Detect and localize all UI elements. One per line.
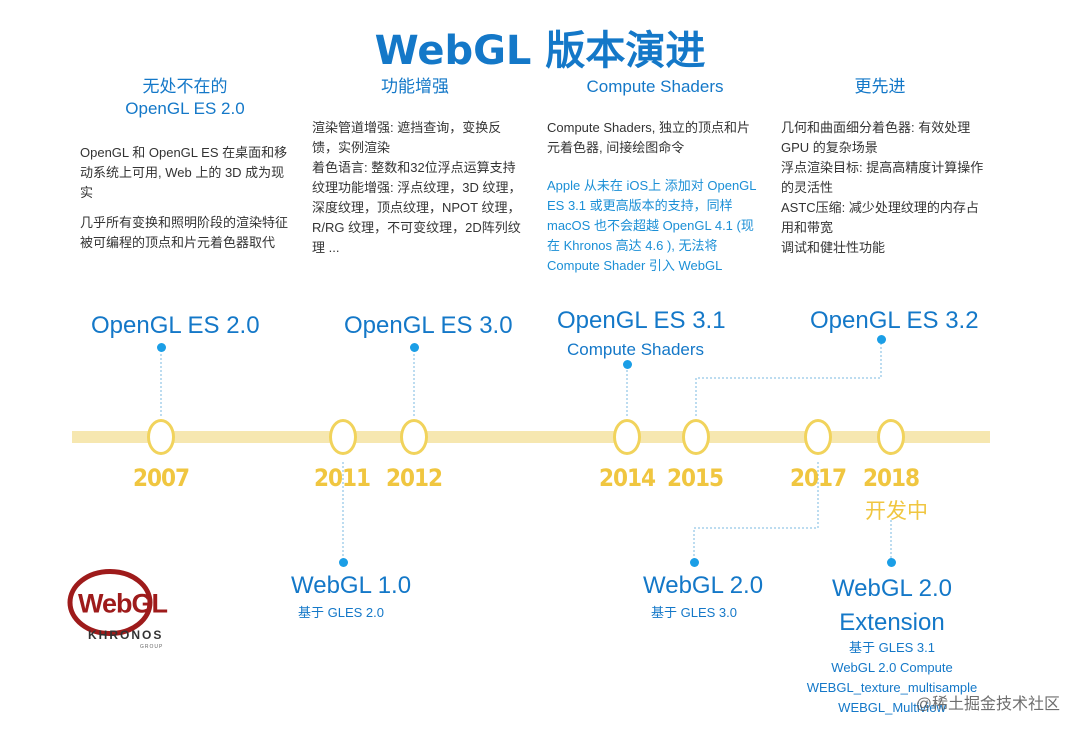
description-paragraph: 几乎所有变换和照明阶段的渲染特征被可编程的顶点和片元着色器取代 [80, 215, 289, 250]
page-title: WebGL 版本演进 [374, 28, 706, 74]
column-heading-2: 功能增强 [345, 76, 485, 98]
description-paragraph: 渲染管道增强: 遮挡查询，变换反馈，实例渲染 [312, 120, 502, 155]
description-paragraph: ASTC压缩: 减少处理纹理的内存占用和带宽 [781, 200, 979, 235]
opengl-es-2-0: OpenGL ES 2.0 [91, 312, 260, 339]
timeline-node-2015 [682, 419, 710, 455]
extension-detail: WEBGL_Multiview [838, 700, 946, 715]
timeline-node-2007 [147, 419, 175, 455]
column-heading-1: 无处不在的 OpenGL ES 2.0 [110, 76, 260, 120]
webgl-2-0-dot [690, 558, 699, 567]
webgl-1-0-detail: 基于 GLES 2.0 [298, 605, 384, 620]
opengl-es-2-0-dot [157, 343, 166, 352]
watermark: @稀土掘金技术社区 [915, 696, 1060, 713]
year-label: 2014 [598, 464, 656, 492]
opengl-es-3-0-dot [410, 343, 419, 352]
column-description-3: Compute Shaders, 独立的顶点和片元着色器, 间接绘图命令 [547, 118, 757, 168]
in-development-label: 开发中 [865, 500, 928, 523]
heading-line: Compute Shaders [586, 77, 724, 96]
webgl-2-0-extension-dot [887, 558, 896, 567]
description-paragraph: 调试和健壮性功能 [781, 240, 886, 255]
webgl-ext-name-line: Extension [839, 609, 945, 636]
year-label: 2017 [789, 464, 847, 492]
year-label: 2018 [862, 464, 920, 492]
column-heading-3: Compute Shaders [570, 76, 740, 98]
description-paragraph: 纹理功能增强: 浮点纹理，3D 纹理，深度纹理，顶点纹理，NPOT 纹理，R/R… [312, 180, 522, 255]
extension-detail: WebGL 2.0 Compute [831, 660, 953, 675]
webgl-ext-name-line: WebGL 2.0 [831, 575, 953, 602]
column-description-1: OpenGL 和 OpenGL ES 在桌面和移动系统上可用, Web 上的 3… [80, 143, 290, 263]
timeline-bar [72, 431, 990, 443]
opengl-es-3-1: OpenGL ES 3.1 [557, 307, 726, 334]
description-paragraph: 着色语言: 整数和32位浮点运算支持 [312, 160, 516, 175]
apple-note: Apple 从未在 iOS上 添加对 OpenGL ES 3.1 或更高版本的支… [547, 178, 757, 273]
heading-line: OpenGL ES 2.0 [125, 99, 245, 118]
timeline-node-2011 [329, 419, 357, 455]
khronos-wordmark: KHRONOS [88, 628, 164, 642]
timeline-node-2012 [400, 419, 428, 455]
year-label: 2012 [385, 464, 443, 492]
year-label: 2007 [132, 464, 190, 492]
opengl-es-3-2-dot [877, 335, 886, 344]
webgl-logo: WebGL [67, 569, 169, 636]
khronos-group: GROUP [140, 644, 164, 650]
opengl-es-3-1-dot [623, 360, 632, 369]
timeline-node-2018 [877, 419, 905, 455]
timeline-node-2014 [613, 419, 641, 455]
heading-line: 无处不在的 [142, 77, 228, 96]
description-paragraph: 浮点渲染目标: 提高高精度计算操作的灵活性 [781, 160, 984, 195]
description-paragraph: Compute Shaders, 独立的顶点和片元着色器, 间接绘图命令 [547, 120, 751, 155]
year-label: 2015 [666, 464, 724, 492]
webgl-1-0-dot [339, 558, 348, 567]
webgl-1-0: WebGL 1.0 [291, 572, 412, 599]
column-description-2: 渲染管道增强: 遮挡查询，变换反馈，实例渲染 着色语言: 整数和32位浮点运算支… [312, 118, 522, 258]
webgl-2-0-extension-details: 基于 GLES 3.1 WebGL 2.0 Compute WEBGL_text… [797, 638, 987, 718]
heading-line: 更先进 [854, 77, 906, 96]
logo-text: WebGL [78, 589, 168, 619]
year-label: 2011 [313, 464, 371, 492]
description-paragraph: OpenGL 和 OpenGL ES 在桌面和移动系统上可用, Web 上的 3… [80, 145, 288, 200]
webgl-2-0-detail: 基于 GLES 3.0 [651, 605, 737, 620]
column-description-4: 几何和曲面细分着色器: 有效处理 GPU 的复杂场景 浮点渲染目标: 提高高精度… [781, 118, 991, 258]
extension-detail: WEBGL_texture_multisample [806, 680, 978, 695]
opengl-es-3-1-subtitle: Compute Shaders [567, 340, 705, 359]
column-heading-4: 更先进 [820, 76, 940, 98]
heading-line: 功能增强 [381, 77, 449, 96]
extension-detail: 基于 GLES 3.1 [849, 640, 935, 655]
timeline-node-2017 [804, 419, 832, 455]
webgl-2-0-extension: WebGL 2.0 Extension [817, 572, 967, 640]
opengl-es-3-0: OpenGL ES 3.0 [344, 312, 513, 339]
opengl-es-3-2: OpenGL ES 3.2 [810, 307, 979, 334]
webgl-2-0: WebGL 2.0 [643, 572, 764, 599]
description-paragraph: 几何和曲面细分着色器: 有效处理 GPU 的复杂场景 [781, 120, 971, 155]
